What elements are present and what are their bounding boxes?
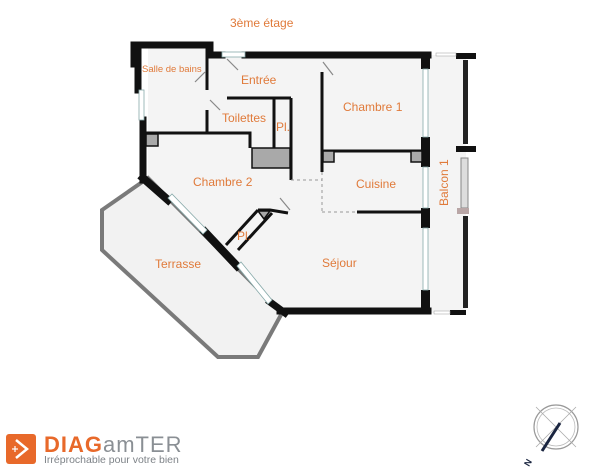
room-label-balcon: Balcon 1 [437,159,451,206]
room-label-placard-2: Pl. [237,229,251,243]
ducts [145,133,423,221]
room-label-terrasse: Terrasse [155,257,201,271]
exterior-walls [130,41,432,318]
open-boundaries [291,172,357,213]
room-label-entree: Entrée [241,73,277,87]
logo-arrow-icon [6,434,36,464]
room-label-salle-de-bains: Salle de bains [142,64,202,75]
doors [194,58,334,211]
interior-walls [143,45,423,252]
windows [138,51,429,305]
compass-icon: N [522,404,579,468]
room-label-chambre-1: Chambre 1 [343,100,403,114]
logo-wordmark: DIAGamTER [44,432,183,457]
room-label-placard-1: Pl. [276,120,290,134]
floor-title: 3ème étage [230,16,294,30]
company-logo: DIAGamTER Irréprochable pour votre bien [6,432,216,468]
balcony-railing [433,52,476,315]
compass-north-label: N [522,457,534,468]
room-label-chambre-2: Chambre 2 [193,175,253,189]
room-label-sejour: Séjour [322,256,357,270]
room-label-toilettes: Toilettes [222,111,266,125]
room-label-cuisine: Cuisine [356,177,396,191]
logo-tagline: Irréprochable pour votre bien [44,454,179,466]
